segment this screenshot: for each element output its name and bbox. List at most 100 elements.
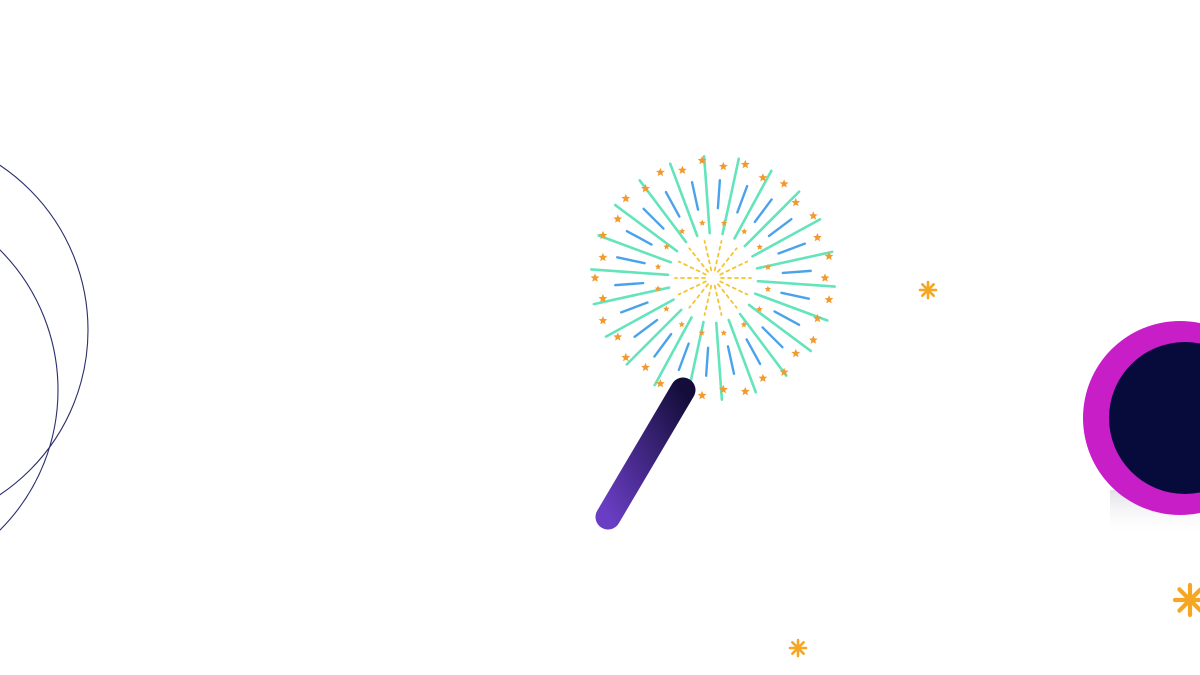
star-sparkle-icon — [663, 243, 670, 250]
star-sparkle-icon — [678, 227, 686, 235]
sparkler-ray — [604, 298, 675, 338]
star-sparkle-icon — [598, 294, 608, 303]
star-sparkle-icon — [598, 230, 608, 240]
star-sparkle-icon — [697, 390, 707, 400]
star-sparkle-icon — [809, 335, 818, 344]
star-sparkle-icon — [756, 305, 763, 312]
sparkler-ray-short — [704, 346, 710, 377]
sparkler-ray — [756, 279, 837, 288]
sparkler-ray-short — [767, 217, 793, 238]
star-sparkle-icon — [663, 305, 670, 312]
star-sparkle-icon — [764, 263, 772, 270]
star-sparkle-icon — [720, 219, 728, 226]
sparkler-ray — [653, 316, 693, 387]
star-sparkle-icon — [699, 219, 706, 226]
sparkler-ray-short — [677, 342, 690, 372]
outline-arcs — [0, 164, 89, 531]
sparkler-ray-short — [726, 345, 736, 375]
star-sparkle-icon — [740, 386, 750, 396]
star-sparkle-icon — [720, 329, 727, 336]
star-sparkle-icon — [791, 348, 801, 358]
star-sparkle-icon — [613, 332, 623, 341]
star-sparkle-icon — [779, 367, 789, 376]
ring-icon — [1083, 321, 1200, 538]
sparkler-dash — [688, 283, 709, 309]
sparkler-ray-short — [780, 291, 810, 300]
sparkler-ray — [714, 321, 724, 401]
sparkler-dash — [719, 280, 749, 296]
star-sparkle-icon — [598, 316, 608, 325]
star-sparkle-icon — [813, 313, 822, 323]
sparkler-dash — [688, 247, 709, 273]
sparkler-dash — [713, 284, 723, 316]
sparkler-ray — [597, 234, 673, 264]
sparkler-ray-short — [745, 338, 762, 366]
sparkler-dash — [717, 283, 738, 309]
sparkler-dash — [703, 240, 713, 272]
sparkler-ray-short — [781, 269, 812, 275]
star-sparkle-icon — [791, 197, 801, 207]
star-sparkle-icon — [613, 214, 623, 223]
star-sparkle-icon — [824, 295, 834, 304]
sparkler-ray-short — [642, 207, 665, 230]
star-sparkle-icon — [621, 193, 631, 203]
star-sparkle-icon — [779, 179, 789, 188]
asterisk-sparkle-icon — [788, 638, 808, 658]
sparkler-ray — [668, 162, 699, 238]
sparkler-ray-short — [616, 256, 646, 265]
sparkler-dash — [703, 284, 713, 316]
star-sparkle-icon — [641, 362, 650, 372]
sparkler-ray — [625, 308, 683, 366]
sparkler-burst — [589, 155, 837, 401]
star-sparkle-icon — [654, 285, 662, 292]
star-sparkle-icon — [678, 165, 687, 174]
star-sparkle-icon — [654, 263, 662, 270]
star-sparkle-icon — [598, 252, 608, 262]
sparkler-dash — [719, 260, 749, 276]
sparkler-ray-short — [614, 281, 645, 287]
sparkler-ray-short — [653, 332, 673, 358]
sparkler-ray — [753, 292, 829, 322]
asterisk-sparkle-icon — [1172, 582, 1200, 618]
sparkler-ray-short — [736, 184, 749, 214]
sparkler-dash — [677, 280, 707, 296]
star-sparkle-icon — [698, 329, 706, 336]
star-sparkle-icon — [656, 379, 665, 388]
star-sparkle-icon — [809, 211, 818, 220]
sparkler-ray-short — [625, 229, 653, 246]
star-sparkle-icon — [820, 273, 830, 282]
sparkler-ray-short — [761, 326, 784, 349]
star-sparkle-icon — [678, 321, 685, 328]
sparkler-dash — [717, 247, 738, 273]
star-sparkle-icon — [656, 167, 665, 177]
star-sparkle-icon — [764, 285, 772, 292]
sparkler-ray-short — [716, 179, 722, 210]
star-sparkle-icon — [740, 159, 750, 169]
sparkler-wand — [595, 377, 696, 530]
star-sparkle-icon — [758, 173, 768, 182]
sparkler-ray-short — [664, 190, 681, 218]
sparkler-ray-short — [753, 198, 773, 224]
star-sparkle-icon — [641, 184, 650, 193]
outline-arc-icon — [0, 164, 89, 496]
sparkler-ray — [755, 250, 834, 270]
star-sparkle-icon — [697, 155, 707, 165]
sparkler-ray — [721, 157, 741, 236]
sparkler-ray-short — [690, 181, 700, 211]
sparkler-ray — [613, 203, 679, 253]
ring-core — [1109, 342, 1200, 494]
sparkler-ray — [743, 190, 801, 248]
sparkler-ray-short — [773, 310, 801, 327]
sparkler-dash — [713, 240, 723, 272]
sparkler-ray-short — [633, 318, 659, 339]
star-sparkle-icon — [824, 251, 834, 260]
star-sparkle-icon — [719, 161, 728, 171]
sparkler-ray-short — [777, 242, 806, 255]
star-sparkle-icon — [756, 243, 763, 250]
outline-arc-icon — [0, 249, 59, 531]
star-sparkle-icon — [740, 321, 748, 328]
star-sparkle-icon — [741, 228, 748, 235]
sparkler-dash — [677, 260, 707, 276]
